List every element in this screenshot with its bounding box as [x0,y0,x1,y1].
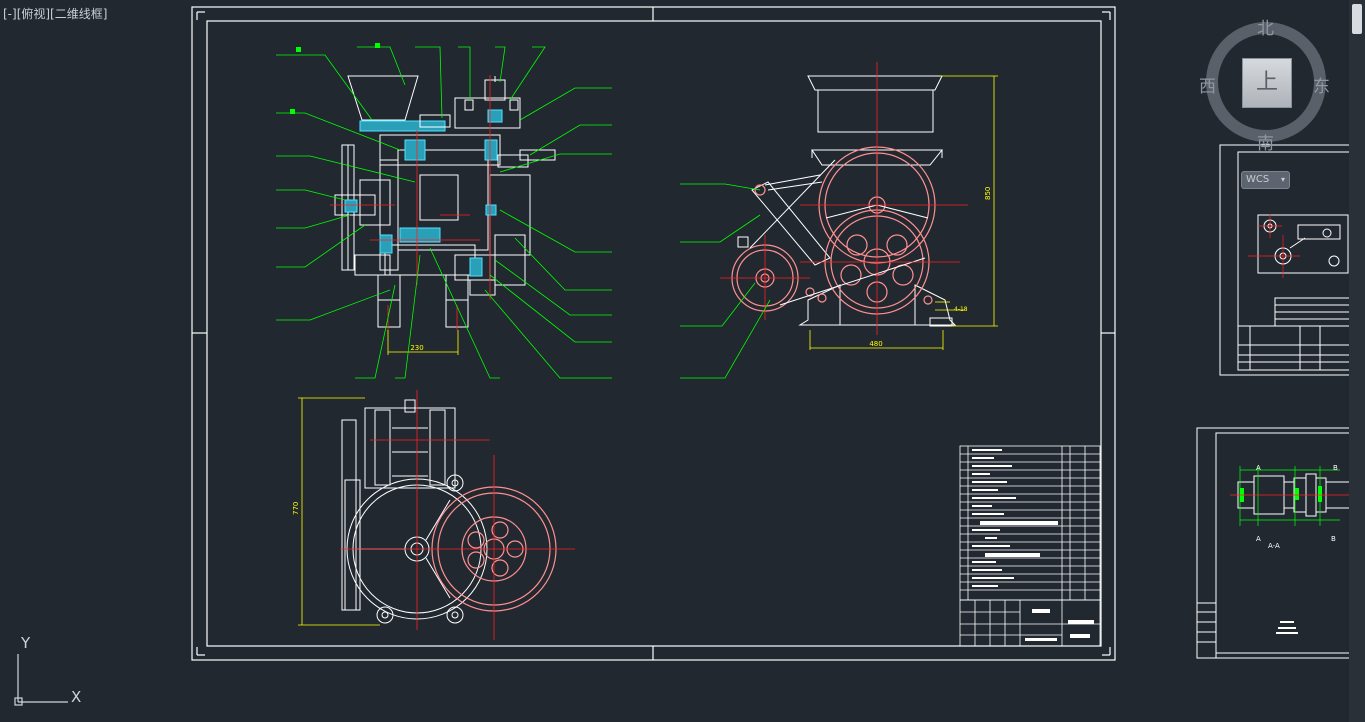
section-label-b-top: B [1333,464,1338,472]
front-section-hatching [344,109,503,277]
compass-north[interactable]: 北 [1257,19,1274,39]
side-height-dim: 850 [984,187,992,200]
side-wheels [731,146,936,315]
side-centerlines [720,62,968,335]
viewport-controls-label[interactable]: [-][俯视][二维线框] [3,7,108,21]
top-view [341,399,488,624]
viewcube-ring[interactable] [1198,14,1334,150]
front-section-view [334,75,556,328]
vertical-scrollbar[interactable] [1349,0,1365,722]
ucs-x-label: X [71,688,81,706]
detail-sheet-1-centerlines [1248,214,1300,278]
section-label-b-bottom: B [1331,535,1336,543]
ucs-y-label: Y [20,634,31,652]
drawing-frame [191,6,1116,661]
detail-sheet-2-dims [1239,466,1340,526]
compass-south[interactable]: 南 [1257,134,1274,154]
section-label-a-top: A [1256,464,1261,472]
compass-west[interactable]: 西 [1199,77,1216,97]
front-leaders [276,46,612,379]
detail-sheet-1 [1219,144,1351,376]
side-view [737,75,957,327]
side-belt [749,153,929,306]
ucs-icon: Y X [14,634,81,706]
compass-east[interactable]: 东 [1313,77,1330,97]
viewcube-top-face[interactable]: 上 [1242,58,1292,108]
top-height-dim: 770 [292,502,300,515]
wcs-menu-button[interactable]: WCS ▾ [1241,171,1290,189]
parts-list-text-marks [972,449,1058,587]
title-block-marks [1025,609,1094,641]
front-centerlines [330,75,491,330]
top-centerlines [340,390,575,640]
detail-sheet-2-marks [1276,621,1298,634]
front-leader-dots [290,43,380,114]
detail-sheet-2-keys [1240,486,1322,502]
side-dimensions [809,75,998,350]
viewcube[interactable]: 北 南 东 西 上 [1198,14,1334,154]
chevron-down-icon: ▾ [1280,175,1285,184]
hole-dim: 4-18 [954,306,968,313]
front-dimension [387,330,459,355]
section-title-aa: A-A [1268,542,1280,550]
section-label-a-bottom: A [1256,535,1261,543]
side-width-dim: 480 [869,340,882,348]
wcs-label: WCS [1246,174,1270,185]
parts-list [959,445,1101,601]
scrollbar-thumb[interactable] [1352,4,1362,34]
side-leaders [680,183,771,379]
front-width-dim: 230 [410,344,423,352]
top-dimension [298,397,380,626]
